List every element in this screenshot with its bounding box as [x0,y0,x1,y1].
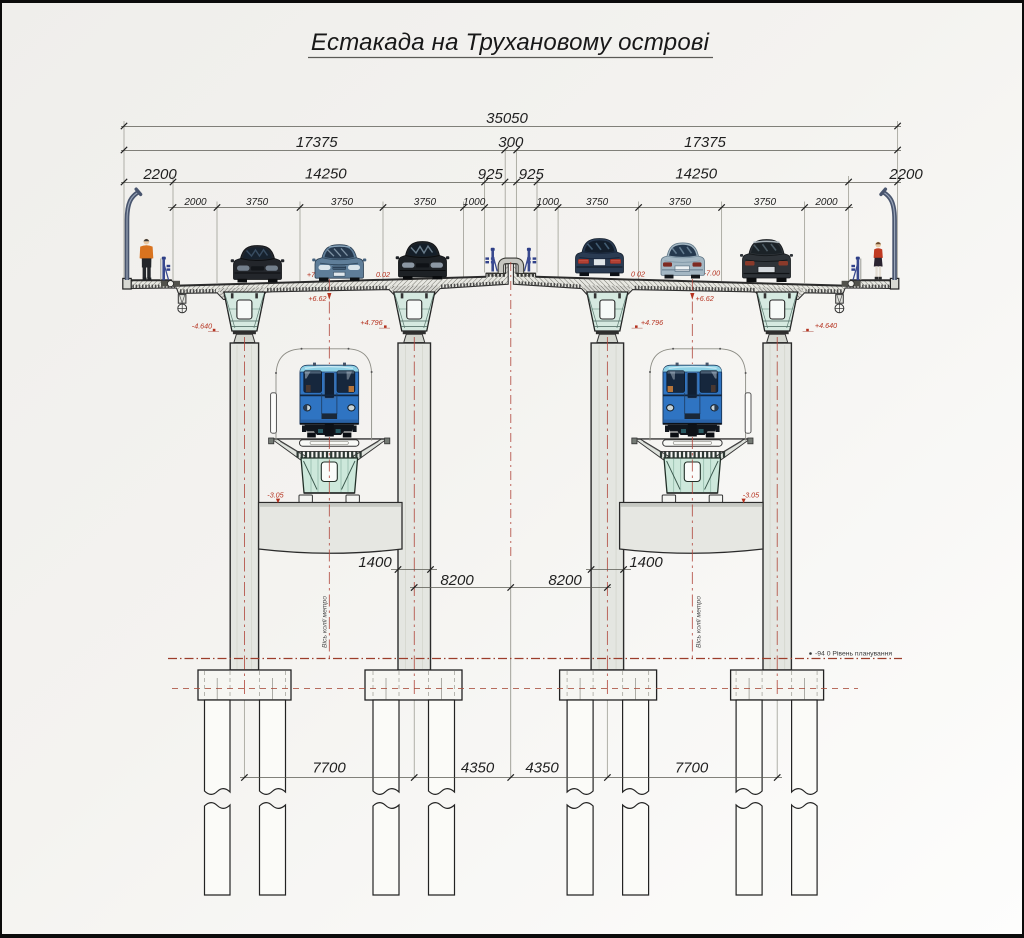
svg-text:1400: 1400 [358,554,392,571]
svg-text:7700: 7700 [312,760,346,777]
svg-text:2000: 2000 [183,197,207,208]
svg-text:+4.796: +4.796 [641,318,663,327]
svg-text:Вісь колії метро: Вісь колії метро [321,596,329,648]
svg-text:+7: +7 [307,270,316,279]
svg-text:-4.640: -4.640 [192,322,212,331]
svg-text:-3.05: -3.05 [267,491,284,500]
svg-text:0 02: 0 02 [631,270,645,279]
svg-text:35050: 35050 [486,110,528,127]
svg-text:1400: 1400 [629,554,663,571]
svg-text:+4.796: +4.796 [360,318,382,327]
svg-text:8200: 8200 [548,572,582,589]
svg-text:17375: 17375 [296,134,338,151]
svg-text:3750: 3750 [754,197,777,208]
svg-text:3750: 3750 [246,197,269,208]
svg-text:17375: 17375 [684,134,726,151]
svg-text:-94 0 Рівень планування: -94 0 Рівень планування [815,650,892,658]
svg-text:4350: 4350 [461,760,495,777]
svg-text:3750: 3750 [669,197,692,208]
svg-text:2200: 2200 [888,166,923,183]
svg-text:925: 925 [519,166,545,183]
svg-text:7700: 7700 [675,760,709,777]
svg-text:300: 300 [498,134,524,151]
svg-text:-3.05: -3.05 [743,491,760,500]
svg-text:925: 925 [478,166,504,183]
svg-text:8200: 8200 [440,572,474,589]
svg-text:14250: 14250 [675,166,717,183]
svg-text:+6.62: +6.62 [696,294,714,303]
svg-text:+7.00: +7.00 [702,269,720,278]
svg-text:2200: 2200 [142,166,177,183]
svg-text:14250: 14250 [305,166,347,183]
svg-text:0.02: 0.02 [376,270,390,279]
svg-text:Вісь колії метро: Вісь колії метро [695,596,703,648]
svg-text:4350: 4350 [525,760,559,777]
svg-text:3750: 3750 [331,197,354,208]
svg-text:1000: 1000 [537,197,560,208]
svg-text:3750: 3750 [414,197,437,208]
svg-text:1000: 1000 [463,197,486,208]
svg-text:+6.62: +6.62 [308,294,326,303]
svg-text:3750: 3750 [586,197,609,208]
svg-text:Естакада на Трухановому остров: Естакада на Трухановому острові [311,29,710,56]
svg-text:2000: 2000 [814,197,838,208]
svg-text:+4.640: +4.640 [815,321,837,330]
